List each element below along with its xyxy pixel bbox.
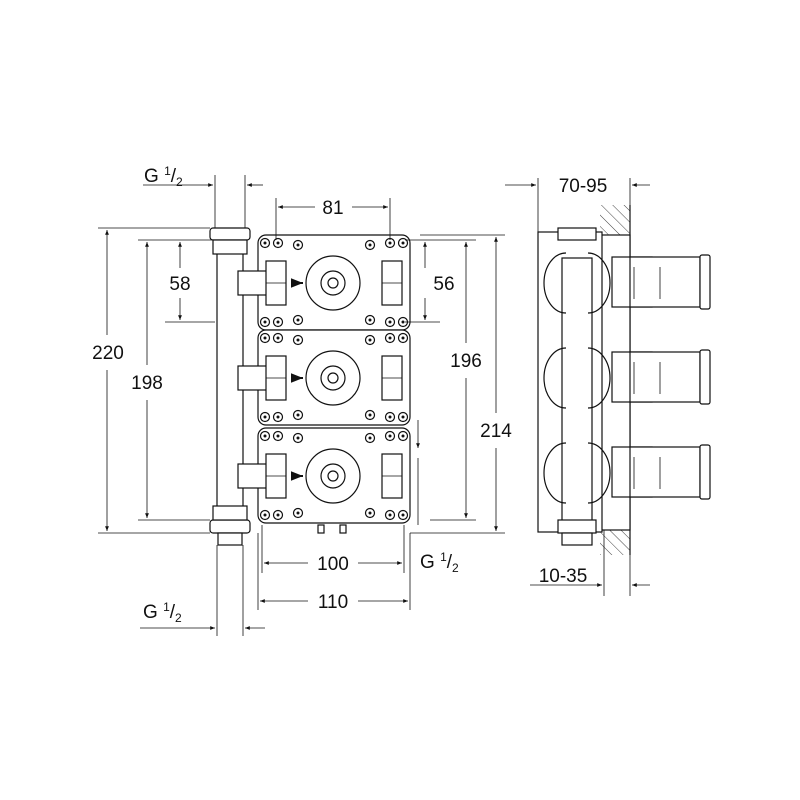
- valve-module: [237, 234, 411, 331]
- dim-70-95: 70-95: [559, 176, 608, 197]
- side-view: [537, 205, 711, 555]
- dim-10-35: 10-35: [539, 566, 588, 587]
- pipe-branch: [237, 463, 269, 489]
- handle-side: [543, 252, 711, 314]
- front-view: [209, 227, 411, 546]
- dim-214: 214: [480, 421, 512, 442]
- bottom-thread: [217, 532, 243, 546]
- dim-220: 220: [92, 343, 124, 364]
- dim-100: 100: [317, 554, 349, 575]
- valve-body: [305, 255, 361, 311]
- top-fitting: [212, 239, 248, 255]
- bottom-nut-side: [557, 519, 597, 534]
- dimension-lines: [98, 175, 650, 636]
- handle-side: [543, 347, 711, 409]
- valve-module: [237, 329, 411, 426]
- handle-side: [543, 442, 711, 504]
- dim-56: 56: [433, 274, 454, 295]
- outlet-stub: [317, 524, 325, 534]
- pipe-side: [561, 257, 593, 525]
- valve-body: [305, 448, 361, 504]
- pipe-branch: [237, 365, 269, 391]
- dim-81: 81: [322, 198, 343, 219]
- thread-label-right: G 1/2: [420, 550, 459, 575]
- valve-body: [305, 350, 361, 406]
- bottom-thread-side: [561, 532, 593, 546]
- thread-label-top: G 1/2: [144, 164, 183, 189]
- dimension-labels: G 1/2 81 58 220 198 56 196 214 100 110 G…: [92, 164, 607, 625]
- thread-label-bottom: G 1/2: [143, 600, 182, 625]
- top-nut-side: [557, 227, 597, 241]
- dim-198: 198: [131, 373, 163, 394]
- dim-58: 58: [169, 274, 190, 295]
- bottom-fitting: [212, 505, 248, 521]
- dim-110: 110: [318, 592, 348, 613]
- dim-196: 196: [450, 351, 482, 372]
- valve-module: [237, 427, 411, 524]
- top-nut: [209, 227, 251, 241]
- outlet-stub: [339, 524, 347, 534]
- bottom-nut: [209, 519, 251, 534]
- pipe-branch: [237, 270, 269, 296]
